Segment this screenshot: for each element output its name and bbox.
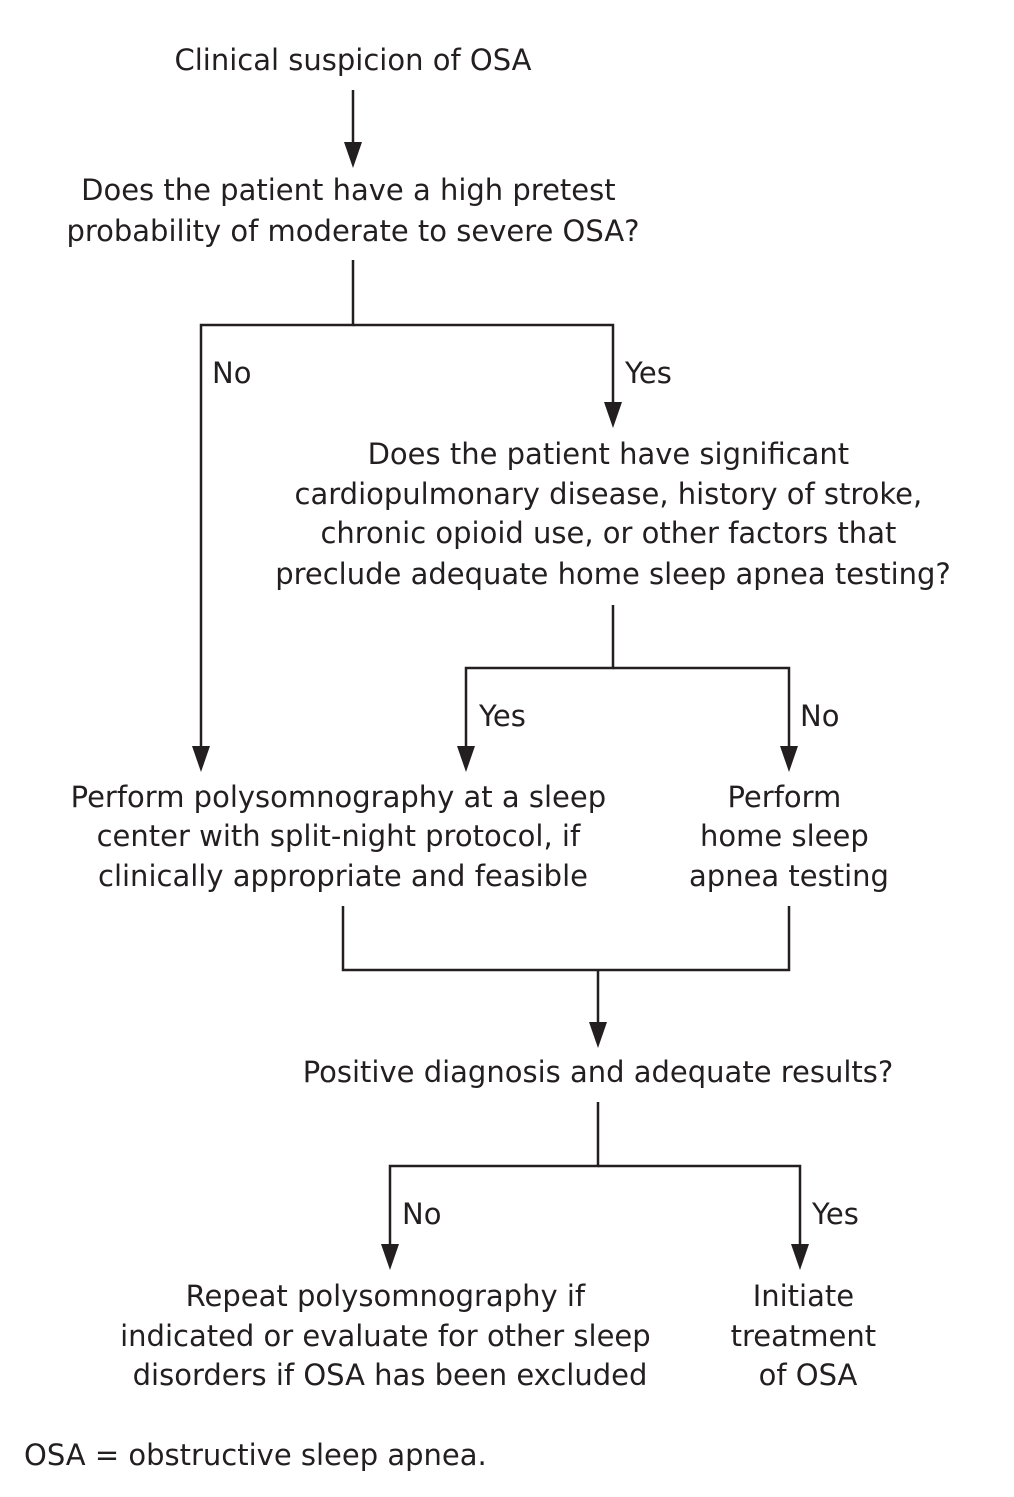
connector-q3-branch [388,1102,600,1250]
connector-q2-no [613,666,791,752]
node-repeat-polysomnography: Repeat polysomnography if indicated or e… [120,1279,660,1392]
node-line: Does the patient have significant [368,437,850,471]
node-line: indicated or evaluate for other sleep [120,1319,651,1353]
arrowhead-q3-no [381,1244,399,1270]
connector-q2-branch [464,605,615,752]
node-line: of OSA [759,1358,858,1392]
node-comorbidity-question: Does the patient have significant cardio… [275,437,951,591]
node-line: Repeat polysomnography if [186,1279,586,1313]
node-line: Perform polysomnography at a sleep [71,780,607,814]
node-line: apnea testing [689,859,889,893]
connectors [199,90,802,1250]
footnote: OSA = obstructive sleep apnea. [24,1438,487,1472]
connector-q1-yes [353,323,615,408]
arrowhead-start-to-q1 [344,142,362,168]
edge-label-q2-no: No [800,699,839,733]
edge-label-q3-no: No [402,1197,441,1231]
node-line: cardiopulmonary disease, history of stro… [295,477,923,511]
node-home-sleep-apnea-testing: Perform home sleep apnea testing [689,780,889,893]
node-line: chronic opioid use, or other factors tha… [320,516,896,550]
edge-label-q2-yes: Yes [478,699,526,733]
node-line: Does the patient have a high pretest [81,173,616,207]
node-line: clinically appropriate and feasible [98,859,588,893]
node-line: Positive diagnosis and adequate results? [303,1055,894,1089]
connector-merge [341,906,791,972]
arrowhead-q2-no [780,746,798,772]
node-polysomnography: Perform polysomnography at a sleep cente… [71,780,616,893]
node-initiate-treatment: Initiate treatment of OSA [731,1279,886,1392]
edge-label-q1-no: No [212,356,251,390]
node-line: Initiate [753,1279,854,1313]
node-line: treatment [731,1319,876,1353]
connector-q1-branch [199,260,355,752]
node-line: preclude adequate home sleep apnea testi… [275,557,951,591]
node-line: center with split-night protocol, if [97,819,581,853]
arrowheads [192,142,809,1270]
arrowhead-q1-no [192,746,210,772]
arrowhead-q1-yes [604,402,622,428]
node-line: home sleep [700,819,869,853]
node-positive-diagnosis-question: Positive diagnosis and adequate results? [303,1055,894,1089]
arrowhead-q2-yes [457,746,475,772]
arrowhead-merge-to-q3 [589,1022,607,1048]
node-clinical-suspicion: Clinical suspicion of OSA [175,43,532,77]
node-line: Clinical suspicion of OSA [175,43,532,77]
node-line: probability of moderate to severe OSA? [66,214,639,248]
edge-label-q3-yes: Yes [811,1197,859,1231]
node-pretest-probability-question: Does the patient have a high pretest pro… [66,173,639,248]
node-line: disorders if OSA has been excluded [133,1358,648,1392]
connector-q3-yes [598,1164,802,1250]
arrowhead-q3-yes [791,1244,809,1270]
node-line: Perform [727,780,841,814]
edge-label-q1-yes: Yes [624,356,672,390]
